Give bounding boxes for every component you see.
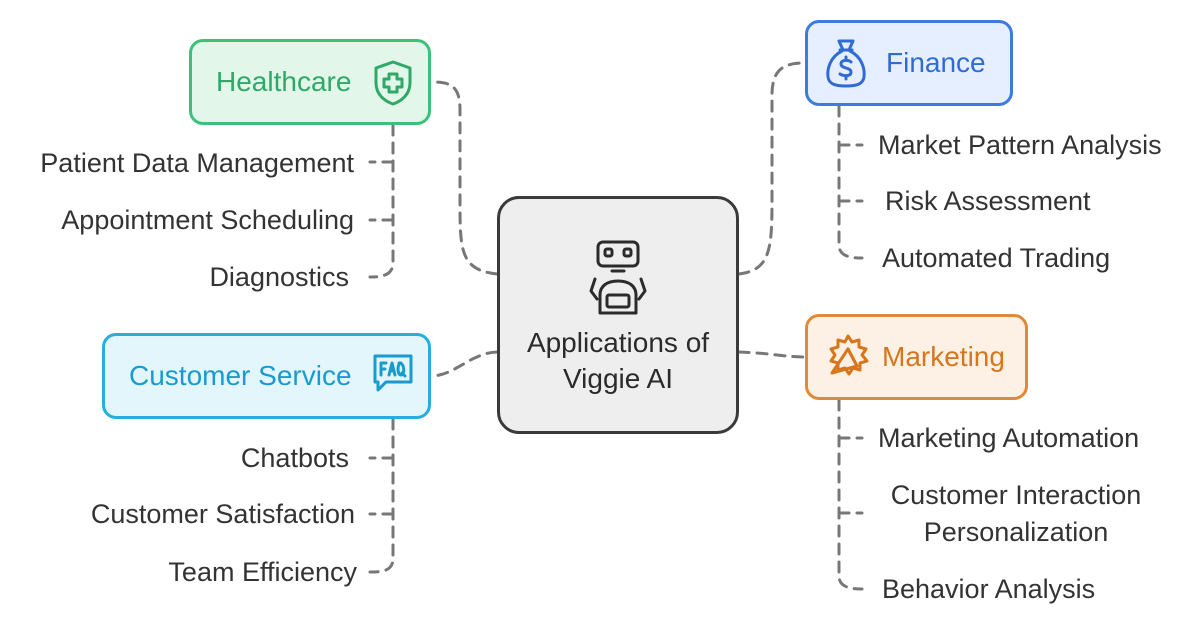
robot-icon (589, 240, 647, 315)
customer-service-node: Customer Service (102, 333, 431, 419)
marketing-item-automation: Marketing Automation (878, 423, 1140, 453)
marketing-label: Marketing (882, 341, 1005, 372)
center-node: Applications of Viggie AI (497, 196, 739, 434)
marketing-node: Marketing (805, 314, 1028, 400)
customer-service-item-satisfaction: Customer Satisfaction (90, 499, 355, 529)
shield-plus-icon (374, 60, 412, 106)
connector-marketing (737, 350, 807, 359)
healthcare-node: Healthcare (189, 39, 431, 125)
marketing-item-behavior: Behavior Analysis (882, 574, 1096, 604)
healthcare-trunk (368, 123, 395, 279)
customer-service-item-efficiency: Team Efficiency (168, 557, 357, 587)
faq-bubble-icon (373, 354, 413, 392)
finance-item-risk: Risk Assessment (885, 186, 1091, 216)
megaphone-icon (829, 334, 869, 376)
center-title: Applications of Viggie AI (526, 327, 710, 394)
healthcare-item-patient-data: Patient Data Management (40, 148, 354, 178)
money-bag-icon (826, 39, 866, 88)
customer-service-trunk (368, 417, 395, 574)
customer-service-label: Customer Service (129, 360, 352, 391)
connector-finance (737, 61, 807, 276)
marketing-trunk (837, 398, 864, 591)
healthcare-label: Healthcare (216, 66, 352, 97)
finance-node: Finance (805, 20, 1013, 106)
customer-service-item-chatbots: Chatbots (240, 443, 349, 473)
healthcare-item-diagnostics: Diagnostics (209, 262, 349, 292)
connector-customer-service (429, 350, 499, 378)
finance-item-trading: Automated Trading (882, 243, 1111, 273)
finance-label: Finance (886, 47, 986, 78)
healthcare-item-appointment: Appointment Scheduling (61, 205, 354, 235)
marketing-item-personalization: Customer Interaction Personalization (890, 480, 1142, 547)
finance-trunk (837, 104, 864, 260)
connector-healthcare (429, 80, 499, 276)
finance-item-market-pattern: Market Pattern Analysis (878, 130, 1162, 160)
